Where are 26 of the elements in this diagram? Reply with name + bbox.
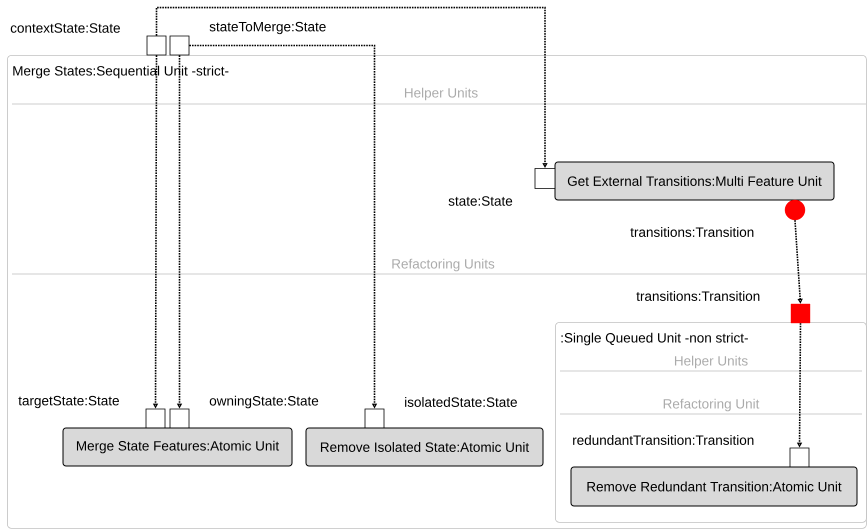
compartment-label: Helper Units [674, 356, 748, 368]
unit-box: Merge State Features:Atomic Unit [62, 428, 292, 466]
port-label: redundantTransition:Transition [573, 435, 754, 445]
port-label: transitions:Transition [636, 291, 760, 301]
compartment-label: Helper Units [404, 88, 478, 100]
unit-box: Get External Transitions:Multi Feature Unit [554, 162, 834, 200]
compartment-label: Refactoring Units [392, 258, 494, 272]
port-label: state:State [448, 196, 512, 206]
port-square [170, 408, 190, 428]
port-square [170, 36, 190, 56]
port-label: stateToMerge:State [210, 22, 326, 34]
port-square [534, 168, 556, 189]
unit-box: Remove Isolated State:Atomic Unit [306, 428, 544, 466]
port-label: isolatedState:State [405, 397, 517, 407]
port-square [790, 304, 810, 324]
port-square [146, 36, 166, 56]
port-label: owningState:State [210, 396, 318, 408]
port-square [146, 408, 166, 428]
port-square [364, 408, 384, 428]
port-label: targetState:State [18, 396, 119, 408]
port-label: contextState:State [10, 23, 120, 33]
unit-box: Remove Redundant Transition:Atomic Unit [570, 466, 858, 506]
port-label: transitions:Transition [630, 227, 754, 237]
compartment-label: Refactoring Unit [664, 398, 760, 412]
port-square [790, 448, 810, 468]
port-circle [784, 200, 806, 220]
